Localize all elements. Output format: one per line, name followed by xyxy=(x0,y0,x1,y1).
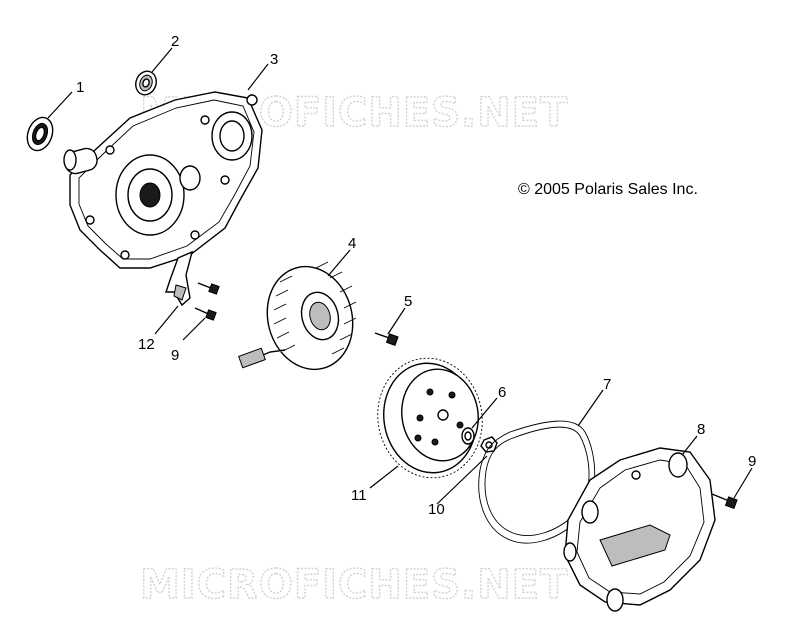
callout-3: 3 xyxy=(270,51,278,68)
callout-1: 1 xyxy=(76,79,84,96)
callout-10: 10 xyxy=(428,501,445,518)
part-stator xyxy=(238,261,357,371)
part-cover-bolt xyxy=(711,493,738,510)
part-bracket-bolts xyxy=(194,282,220,321)
callout-12: 12 xyxy=(138,336,155,353)
part-seal xyxy=(26,116,54,152)
callout-6: 6 xyxy=(498,384,506,401)
callout-9-cover: 9 xyxy=(748,453,756,470)
callout-8: 8 xyxy=(697,421,705,438)
part-stator-bolt xyxy=(374,332,399,347)
part-wire-bracket xyxy=(165,250,194,307)
leader-lines xyxy=(47,47,753,505)
callout-9-bracket: 9 xyxy=(171,347,179,364)
callout-labels: 1 2 3 4 5 6 7 8 9 9 10 11 12 xyxy=(76,33,756,518)
callout-4: 4 xyxy=(348,235,356,252)
copyright-text: © 2005 Polaris Sales Inc. xyxy=(518,181,698,198)
watermark-bottom: MICROFICHES.NET xyxy=(140,562,568,608)
callout-2: 2 xyxy=(171,33,179,50)
part-flywheel xyxy=(377,357,483,479)
callout-7: 7 xyxy=(603,376,611,393)
part-crankcase-cover xyxy=(63,91,263,269)
part-seal-small xyxy=(135,70,157,96)
part-gasket xyxy=(478,420,596,544)
part-nut xyxy=(480,436,498,453)
callout-11: 11 xyxy=(351,487,367,504)
callout-5: 5 xyxy=(404,293,412,310)
part-washer xyxy=(461,427,475,445)
part-magneto-cover xyxy=(563,447,716,612)
